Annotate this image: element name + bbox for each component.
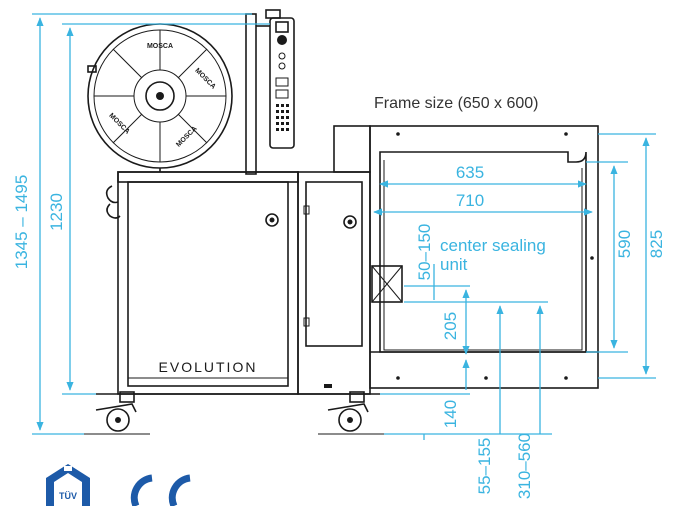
strapping-arch [333,125,599,389]
dim-base-height: 140 [441,400,460,428]
dim-overall-height: 1345 – 1495 [12,175,31,270]
dim-range-1: 55–155 [475,438,494,495]
dim-frame-height: 590 [615,230,634,258]
tuv-logo: TÜV [46,464,90,506]
base-and-wheels [84,391,384,435]
tuv-text: TÜV [59,491,77,501]
dim-height: 1230 [47,193,66,231]
reel-brand-bottom: MOSCA [175,125,198,148]
strap-reel: MOSCA MOSCA MOSCA MOSCA [87,23,233,172]
brand-label: EVOLUTION [159,359,258,375]
dim-top-offset: 50–150 [415,224,434,281]
dimension-lines [32,13,656,440]
control-panel [245,9,295,175]
frame-size-label: Frame size (650 x 600) [374,95,539,112]
reel-brand-right: MOSCA [193,67,216,90]
dim-width-outer: 710 [456,191,484,210]
dim-range-2: 310–560 [515,433,534,499]
sealing-label-line1: center sealing [440,236,546,255]
dim-frame-outer-height: 825 [647,230,666,258]
sealing-label-line2: unit [440,255,468,274]
reel-brand-left: MOSCA [107,112,130,135]
sealing-cabinet [297,171,371,395]
dim-width-inner: 635 [456,163,484,182]
reel-brand-top: MOSCA [147,43,173,50]
ce-logo: CE [130,474,191,506]
dim-sealing-height: 205 [441,312,460,340]
main-cabinet: EVOLUTION [105,171,299,395]
